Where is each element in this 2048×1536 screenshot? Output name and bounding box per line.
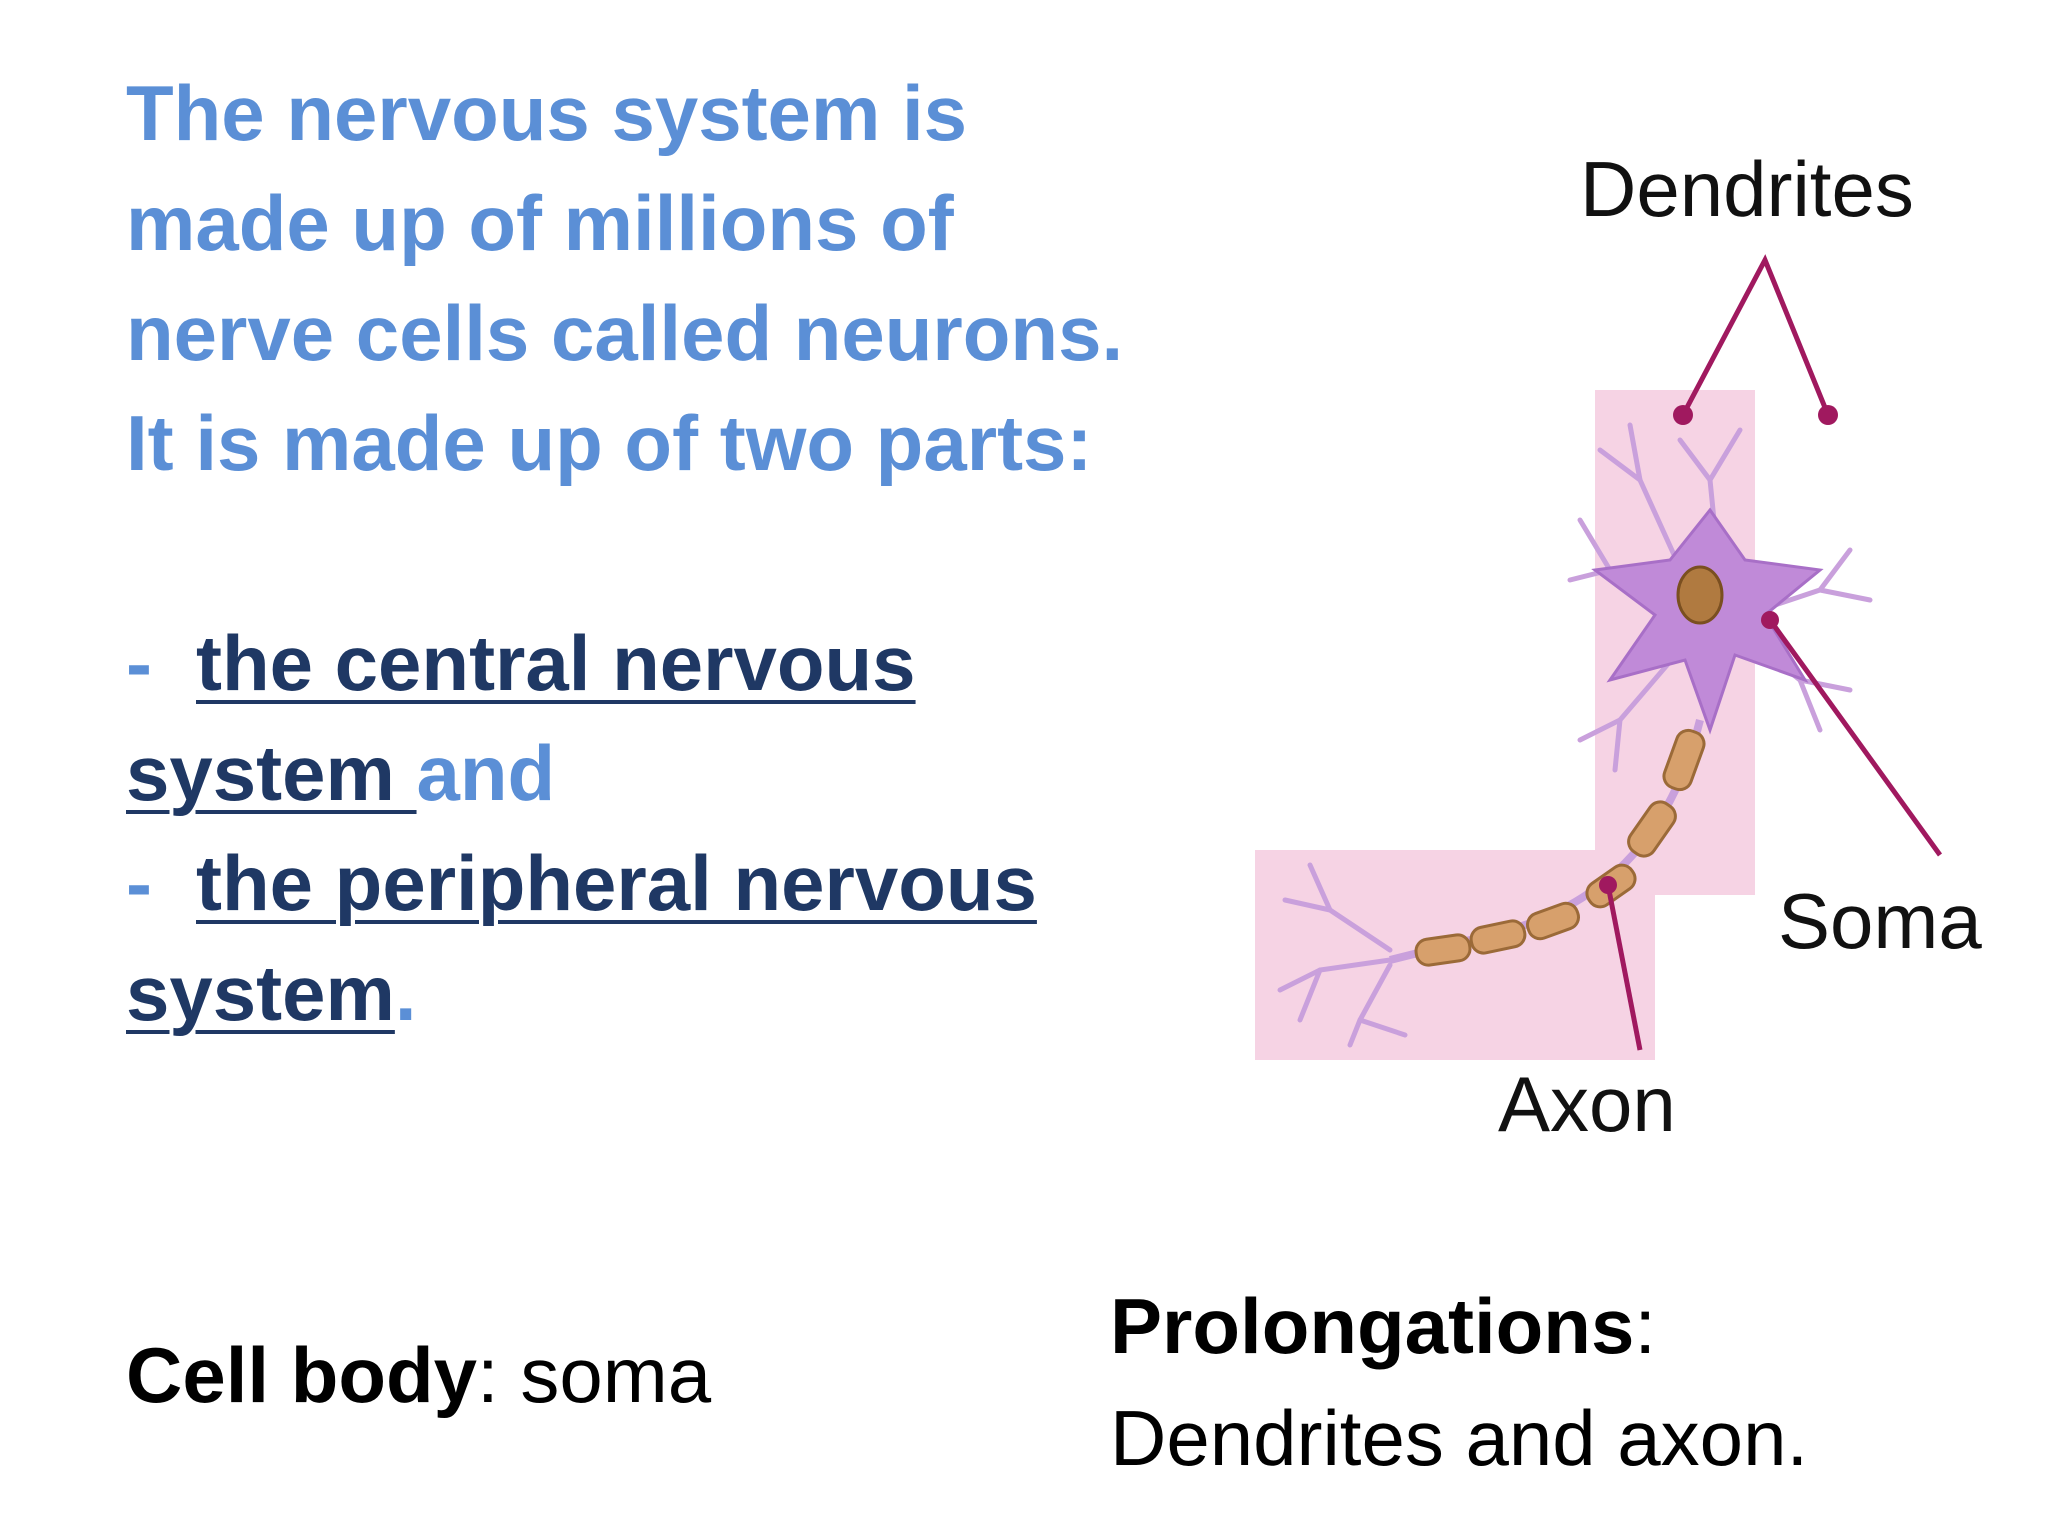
prolongations-sep: : <box>1634 1282 1657 1370</box>
neuron-diagram: Dendrites Soma Axon <box>1240 120 2020 1160</box>
nucleus <box>1676 565 1724 625</box>
central-line-1: -the central nervous <box>126 608 1166 718</box>
peripheral-nervous-system-term: the peripheral nervous <box>196 839 1037 927</box>
prolongations-value: Dendrites and axon. <box>1110 1394 1809 1482</box>
peripheral-system-term: system <box>126 949 395 1037</box>
peripheral-line-1: -the peripheral nervous <box>126 828 1166 938</box>
cell-body-label: Cell body <box>126 1331 478 1419</box>
list-dash: - <box>126 839 152 927</box>
axon-label: Axon <box>1498 1060 1676 1148</box>
prolongations-label: Prolongations <box>1110 1282 1635 1370</box>
peripheral-suffix: . <box>394 949 417 1037</box>
intro-line: nerve cells called neurons. <box>126 289 1124 377</box>
neuron-illustration-icon <box>1255 254 1943 1060</box>
central-line-2: system and <box>126 718 1166 828</box>
central-system-term: system <box>126 729 417 817</box>
soma-label: Soma <box>1778 877 1982 965</box>
central-nervous-system-term: the central nervous <box>196 619 916 707</box>
cell-body-sep: : <box>477 1331 499 1419</box>
list-dash: - <box>126 619 152 707</box>
pointer-dots <box>1599 405 1838 894</box>
parts-list: -the central nervous system and -the per… <box>126 608 1166 1048</box>
dendrites-label: Dendrites <box>1580 145 1914 233</box>
intro-line: It is made up of two parts: <box>126 399 1093 487</box>
myelin-sheaths <box>1414 728 1706 967</box>
intro-line: The nervous system is <box>126 69 968 157</box>
intro-line: made up of millions of <box>126 179 954 267</box>
cell-body-definition: Cell body: soma <box>126 1320 711 1430</box>
prolongations-definition: Prolongations: Dendrites and axon. <box>1110 1270 1808 1494</box>
cell-body-value: soma <box>498 1331 712 1419</box>
central-suffix: and <box>416 729 556 817</box>
peripheral-line-2: system. <box>126 938 1166 1048</box>
pointer-lines <box>1605 254 1943 1051</box>
intro-text: The nervous system is made up of million… <box>126 58 1166 498</box>
